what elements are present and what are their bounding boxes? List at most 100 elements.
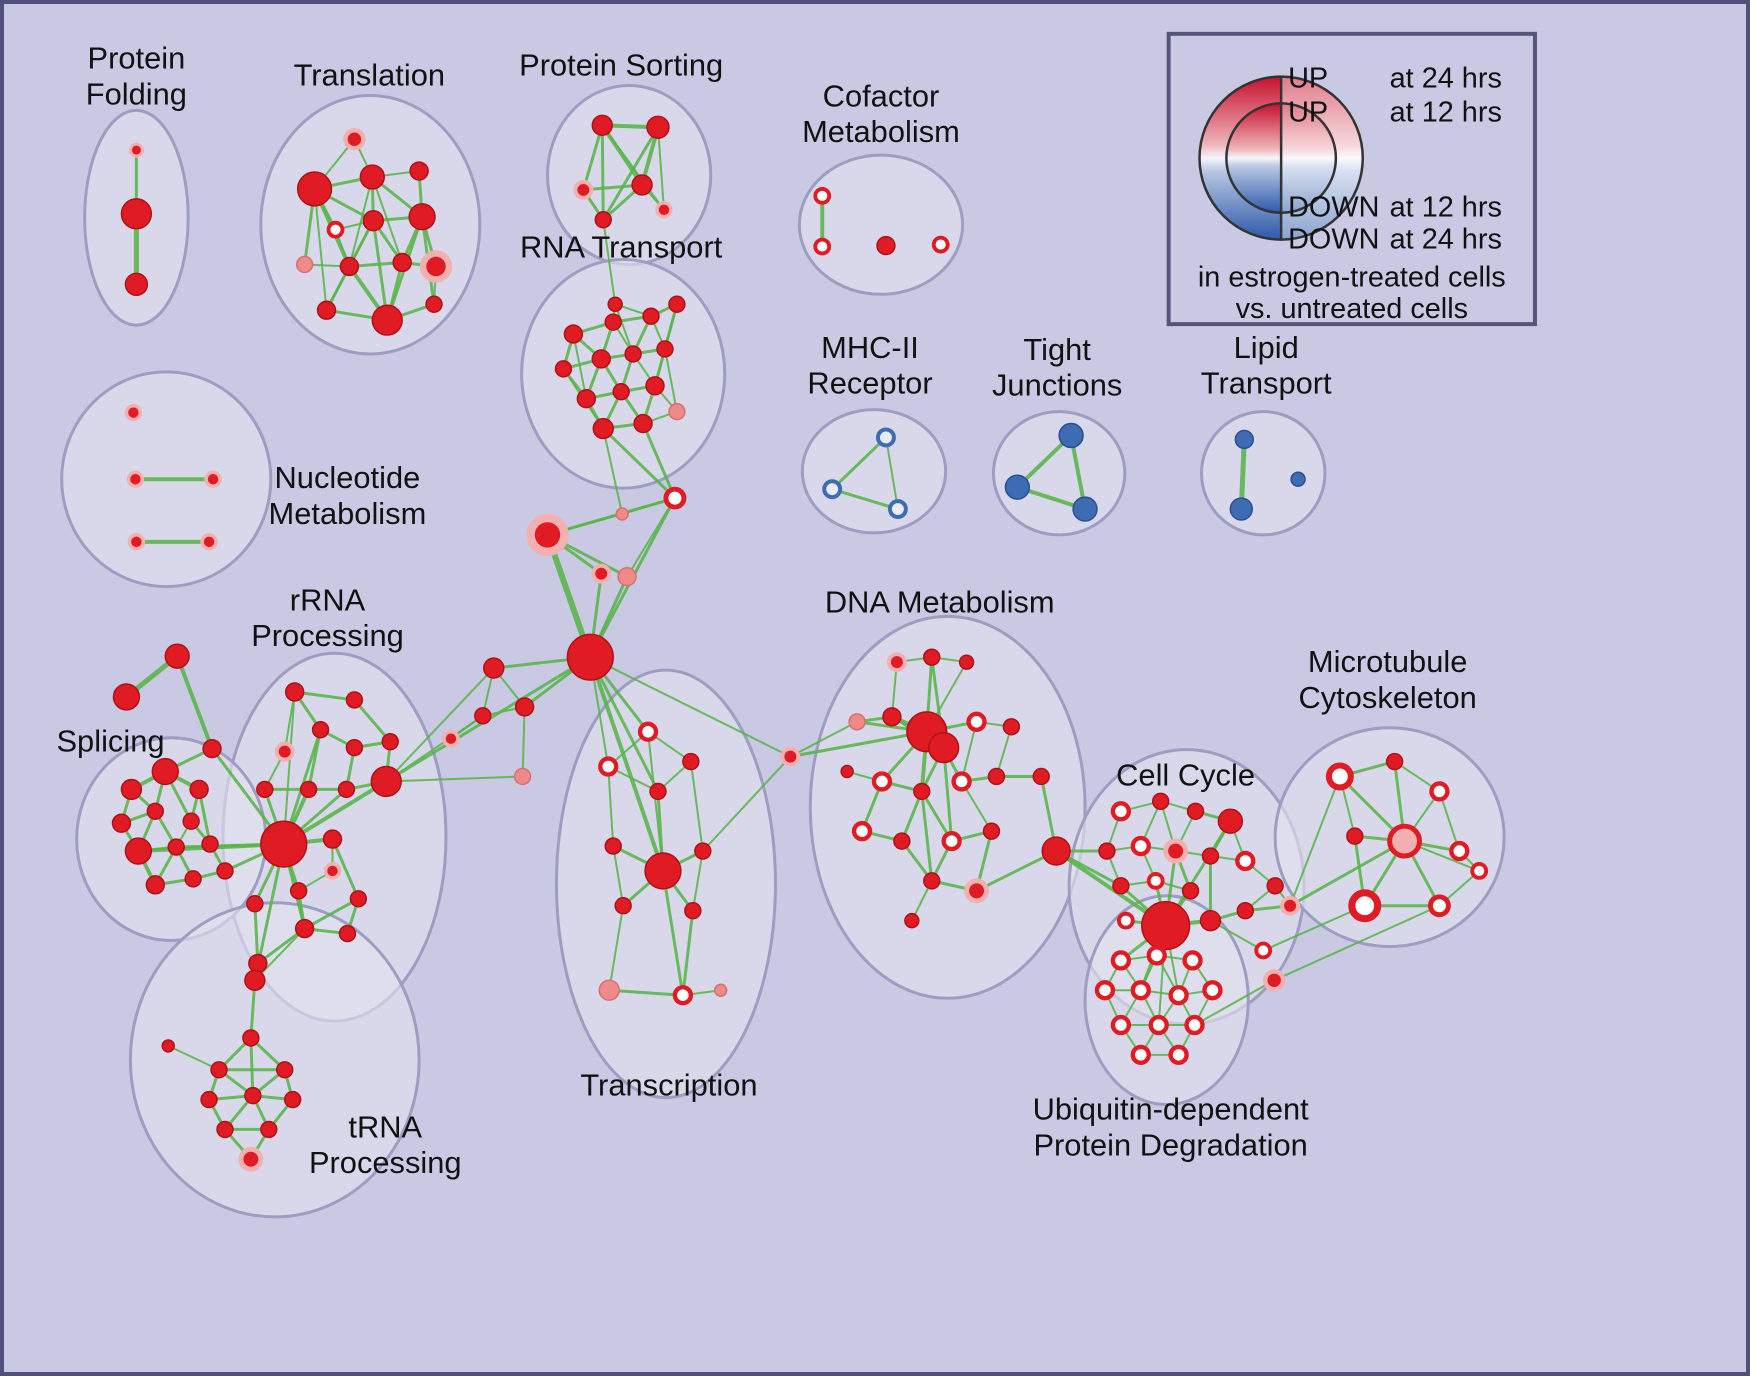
gene-node-s xyxy=(216,862,234,880)
gene-node-r xyxy=(1130,1044,1151,1065)
gene-node-s xyxy=(299,780,318,799)
gene-node-s xyxy=(644,852,682,890)
gene-node-s xyxy=(276,1061,294,1079)
gene-node-s xyxy=(649,782,667,801)
gene-node-s xyxy=(167,838,185,856)
gene-node-r xyxy=(851,821,873,842)
network-edge xyxy=(608,904,625,992)
gene-node-s xyxy=(260,820,308,868)
gene-node-r xyxy=(931,235,950,254)
gene-node-halo xyxy=(573,179,594,200)
gene-node-s xyxy=(923,648,941,666)
gene-node-r xyxy=(1110,950,1132,971)
network-edge xyxy=(253,927,306,982)
gene-node-s xyxy=(362,210,385,232)
network-edge xyxy=(789,720,859,758)
network-edge xyxy=(253,902,260,965)
gene-node-s xyxy=(246,895,264,913)
gene-node-halo xyxy=(127,533,146,551)
network-edge xyxy=(521,705,526,778)
legend-down-24-word: DOWN xyxy=(1288,224,1379,256)
gene-node-s xyxy=(682,752,700,771)
gene-node-p xyxy=(617,566,637,587)
gene-node-halo xyxy=(238,1146,264,1172)
gene-node-s xyxy=(161,1039,175,1053)
gene-node-s xyxy=(370,765,402,798)
gene-node-s xyxy=(316,300,337,320)
gene-node-s xyxy=(202,738,222,759)
gene-node-r xyxy=(1168,1044,1189,1065)
legend-up-12-time: at 12 hrs xyxy=(1390,96,1502,128)
gene-node-halo xyxy=(128,142,144,158)
network-edge xyxy=(313,187,328,312)
gene-node-s xyxy=(1201,847,1220,865)
gene-node-s xyxy=(612,383,630,401)
gene-node-s xyxy=(474,707,492,725)
gene-node-r xyxy=(637,721,659,742)
gene-node-r xyxy=(326,220,345,239)
gene-node-s xyxy=(381,732,399,751)
gene-node-r xyxy=(1094,980,1116,1001)
network-edge xyxy=(681,909,695,997)
gene-node-s xyxy=(216,1120,234,1139)
gene-node-s xyxy=(982,822,1001,840)
gene-node-r xyxy=(598,756,619,777)
gene-node-s xyxy=(408,203,436,231)
gene-node-s xyxy=(112,683,141,711)
gene-node-br xyxy=(887,499,908,519)
faded-right-half xyxy=(1281,76,1363,240)
gene-node-s xyxy=(256,780,274,799)
gene-node-p xyxy=(615,507,629,521)
legend-caption-line-1: in estrogen-treated cells xyxy=(1198,261,1506,293)
gene-node-s xyxy=(645,376,665,396)
gene-node-s xyxy=(120,198,153,230)
network-edge xyxy=(607,988,685,997)
gene-node-s xyxy=(1112,877,1130,895)
gene-node-p xyxy=(295,255,314,274)
gene-node-halo xyxy=(964,878,989,904)
gene-node-s xyxy=(1385,752,1404,771)
gene-node-r xyxy=(871,771,893,792)
gene-node-halo xyxy=(1280,895,1301,916)
gene-node-s xyxy=(345,691,364,709)
gene-node-r xyxy=(1202,980,1223,1001)
gene-node-s xyxy=(184,870,202,888)
legend: UP at 24 hrs UP at 12 hrs DOWN at 12 hrs… xyxy=(1166,31,1537,327)
gene-node-s xyxy=(210,1061,228,1079)
network-edge xyxy=(588,655,660,793)
network-edge xyxy=(600,123,605,222)
gene-node-s xyxy=(987,767,1006,786)
network-edge xyxy=(602,218,617,306)
network-edge xyxy=(607,765,615,848)
gene-node-s xyxy=(359,164,386,190)
network-edge xyxy=(657,126,665,211)
gene-node-r xyxy=(1110,801,1132,822)
gene-node-halo xyxy=(886,652,907,673)
network-edge xyxy=(167,1044,221,1071)
gene-node-b xyxy=(1058,422,1084,449)
cluster-label-translation: Translation xyxy=(294,58,445,93)
gene-node-s xyxy=(339,256,360,277)
network-edge xyxy=(701,755,792,853)
gene-node-s xyxy=(425,295,443,313)
network-edge xyxy=(691,850,704,912)
gene-node-b xyxy=(1004,474,1031,500)
legend-up-24-word: UP xyxy=(1288,63,1328,95)
gene-node-r xyxy=(941,830,962,852)
gene-node-s xyxy=(694,842,712,860)
gene-node-s xyxy=(840,764,854,779)
gene-node-s xyxy=(958,654,975,670)
gene-node-pr xyxy=(1387,823,1422,859)
network-edge xyxy=(884,436,899,511)
gene-node-r xyxy=(966,711,987,732)
legend-up-24-time: at 24 hrs xyxy=(1390,63,1502,95)
legend-down-12-word: DOWN xyxy=(1288,192,1379,224)
gene-node-s xyxy=(311,721,330,739)
gene-node-s xyxy=(876,235,896,256)
gene-node-s xyxy=(283,1090,302,1109)
gene-node-halo xyxy=(1262,969,1286,992)
